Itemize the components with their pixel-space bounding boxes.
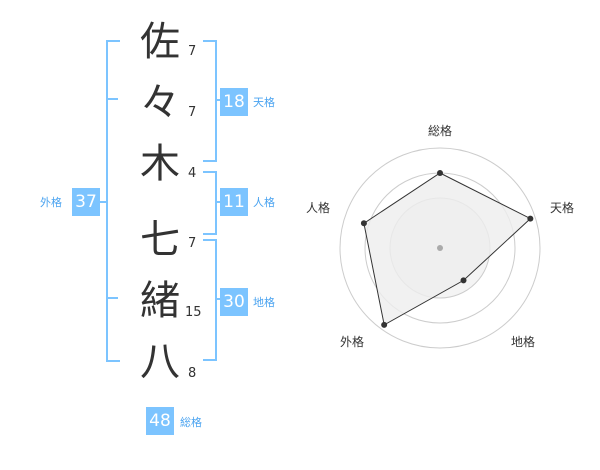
gaikaku-value-badge: 37	[72, 188, 100, 216]
soukaku-value-badge: 48	[146, 407, 174, 435]
stroke-count-1: 7	[188, 44, 197, 59]
stroke-count-3: 4	[188, 166, 197, 181]
radar-point	[460, 277, 467, 284]
chikaku-label: 地格	[253, 296, 275, 309]
radar-points	[360, 170, 534, 328]
radar-axis-label-soukaku: 総格	[428, 123, 452, 138]
bracket-connector-1	[215, 99, 220, 101]
chikaku-value-badge: 30	[220, 288, 248, 316]
radar-axis-label-jinkaku: 人格	[306, 200, 330, 215]
gaikaku-tick-2	[106, 297, 118, 299]
stroke-count-2: 7	[188, 105, 197, 120]
bracket-connector-3	[215, 298, 220, 300]
name-char-3: 木	[140, 141, 180, 187]
stroke-count-4: 7	[188, 236, 197, 251]
name-char-5: 緒	[140, 278, 180, 324]
name-char-1: 佐	[140, 19, 180, 65]
radar-point	[527, 215, 534, 222]
radar-axis-label-tenkaku: 天格	[550, 200, 574, 215]
radar-chart: 総格 天格 地格 外格 人格	[306, 123, 574, 349]
name-char-6: 八	[140, 339, 180, 385]
bracket-connector-2	[215, 201, 220, 203]
radar-axis-label-chikaku: 地格	[511, 334, 535, 349]
name-char-2: 々	[140, 80, 180, 126]
gaikaku-label: 外格	[40, 196, 62, 209]
jinkaku-value-badge: 11	[220, 188, 248, 216]
gaikaku-tick-1	[106, 98, 118, 100]
gaikaku-connector	[100, 201, 106, 203]
radar-point	[360, 220, 367, 227]
radar-axis-label-gaikaku: 外格	[340, 334, 364, 349]
tenkaku-label: 天格	[253, 96, 275, 109]
stroke-count-6: 8	[188, 366, 197, 381]
stroke-count-5: 15	[185, 305, 202, 320]
tenkaku-value-badge: 18	[220, 88, 248, 116]
radar-point	[381, 321, 388, 328]
radar-point	[437, 170, 443, 176]
tenkaku-bracket	[203, 40, 217, 162]
radar-center-dot	[437, 245, 443, 251]
soukaku-label: 総格	[180, 416, 202, 429]
jinkaku-label: 人格	[253, 196, 275, 209]
gaikaku-bracket	[106, 40, 120, 362]
radar-ring	[339, 147, 541, 349]
radar-area	[363, 172, 532, 326]
jinkaku-bracket	[203, 171, 217, 235]
name-char-4: 七	[140, 217, 180, 263]
chikaku-bracket	[203, 239, 217, 361]
